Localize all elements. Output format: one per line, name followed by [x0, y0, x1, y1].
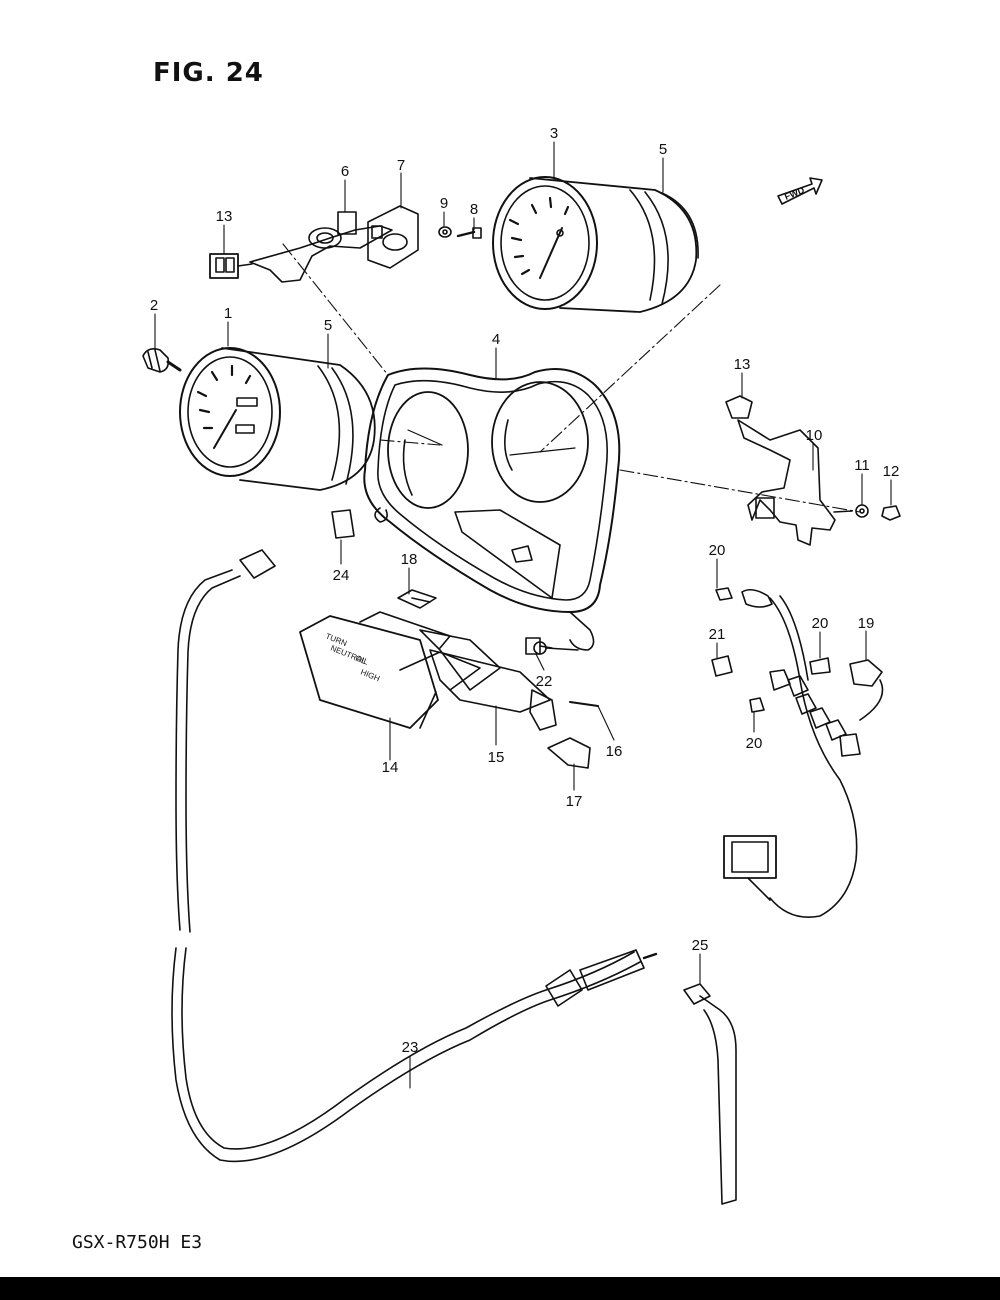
callout-10: 10 — [806, 427, 823, 444]
figure-title: FIG. 24 — [153, 58, 264, 88]
callout-20-mid: 20 — [812, 615, 829, 632]
gauge-case-top — [661, 192, 699, 259]
callout-12: 12 — [883, 463, 900, 480]
callout-25: 25 — [692, 937, 709, 954]
callout-9: 9 — [440, 195, 448, 212]
callout-numbers: 1 2 3 4 5 5 6 7 8 9 10 11 12 13 13 14 15… — [150, 125, 900, 1056]
panel-label-4: HIGH — [359, 668, 381, 684]
callout-13-left: 13 — [216, 208, 233, 225]
callout-20-bottom: 20 — [746, 735, 763, 752]
callout-6: 6 — [341, 163, 349, 180]
callout-4: 4 — [492, 331, 500, 348]
bottom-border — [0, 1277, 1000, 1300]
forward-arrow: FWD — [777, 177, 823, 205]
guide-lines — [282, 243, 861, 513]
callout-18: 18 — [401, 551, 418, 568]
tachometer-gauge — [492, 176, 698, 313]
callout-20-top: 20 — [709, 542, 726, 559]
callout-7: 7 — [397, 157, 405, 174]
cable-fitting-screw — [142, 348, 182, 373]
callout-21: 21 — [709, 626, 726, 643]
callout-8: 8 — [470, 201, 478, 218]
forward-label: FWD — [783, 185, 806, 202]
callout-19: 19 — [858, 615, 875, 632]
grommet-24 — [331, 509, 355, 539]
indicator-panel: TURN NEUTRAL OIL HIGH — [299, 589, 599, 769]
callout-22: 22 — [536, 673, 553, 690]
callout-13-right: 13 — [734, 356, 751, 373]
callout-11: 11 — [854, 457, 870, 474]
screw-and-washer-top — [438, 226, 482, 239]
cable-tie — [683, 983, 737, 1205]
callout-17: 17 — [566, 793, 583, 810]
meter-cover — [363, 367, 621, 651]
callout-1: 1 — [224, 305, 232, 322]
callout-23: 23 — [402, 1039, 419, 1056]
speedometer-cable — [171, 549, 658, 1163]
callout-24: 24 — [333, 567, 350, 584]
callout-14: 14 — [382, 759, 399, 776]
panel-label-3: OIL — [354, 654, 370, 667]
speedometer-gauge — [179, 347, 376, 491]
model-code: GSX-R750H E3 — [72, 1232, 203, 1253]
callout-leaders — [154, 141, 892, 1089]
bracket-assembly-top — [209, 205, 419, 283]
callout-15: 15 — [488, 749, 505, 766]
callout-5-left: 5 — [324, 317, 332, 334]
callout-2: 2 — [150, 297, 158, 314]
wiring-harness — [711, 587, 884, 918]
screw-22 — [525, 637, 553, 655]
callout-16: 16 — [606, 743, 623, 760]
callout-3: 3 — [550, 125, 558, 142]
callout-5-top: 5 — [659, 141, 667, 158]
